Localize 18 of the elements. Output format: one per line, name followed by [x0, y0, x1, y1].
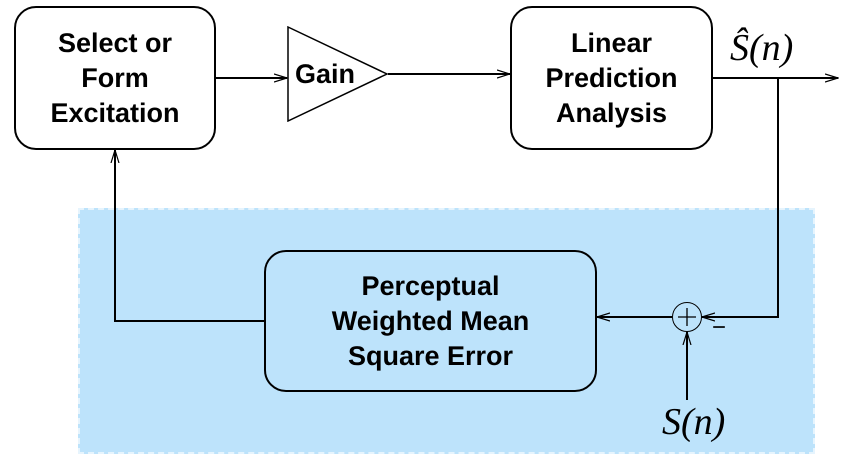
arrow: [701, 77, 779, 322]
summing-junction: [672, 302, 702, 332]
box-label: Select or Form Excitation: [49, 26, 181, 130]
box-label: Linear Prediction Analysis: [544, 26, 679, 130]
arrow: [388, 69, 511, 79]
arrow: [596, 312, 672, 322]
process-box: [264, 250, 597, 392]
amplifier-label: Gain: [294, 58, 356, 90]
process-box: [510, 6, 713, 150]
arrow: [682, 331, 692, 400]
minus-sign: −: [712, 316, 726, 340]
process-box: [14, 6, 216, 150]
arrow: [216, 73, 288, 83]
edge-label: Ŝ(n): [730, 26, 794, 70]
signal-label: S(n): [662, 400, 752, 446]
arrow: [110, 149, 264, 322]
box-label: Perceptual Weighted Mean Square Error: [330, 270, 530, 373]
shaded-region: [78, 208, 815, 454]
